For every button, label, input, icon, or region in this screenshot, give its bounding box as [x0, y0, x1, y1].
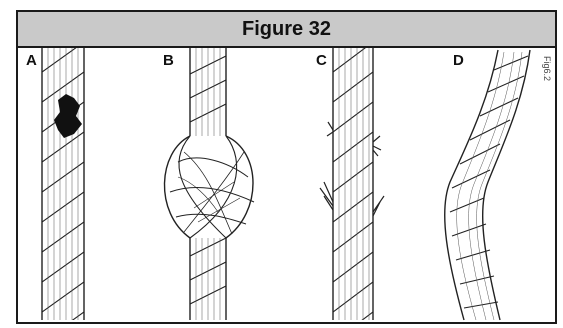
figure-frame: Figure 32 A B C D Fig6.2 — [16, 10, 557, 324]
rope-c — [320, 42, 384, 322]
rope-d — [445, 50, 530, 320]
rope-a — [42, 42, 84, 322]
rope-b — [164, 48, 254, 320]
broken-wire-2 — [373, 136, 381, 156]
broken-wire-4 — [373, 196, 384, 216]
broken-wire-1 — [327, 122, 333, 136]
broken-wire-3 — [320, 182, 333, 210]
rope-illustrations — [18, 12, 555, 322]
